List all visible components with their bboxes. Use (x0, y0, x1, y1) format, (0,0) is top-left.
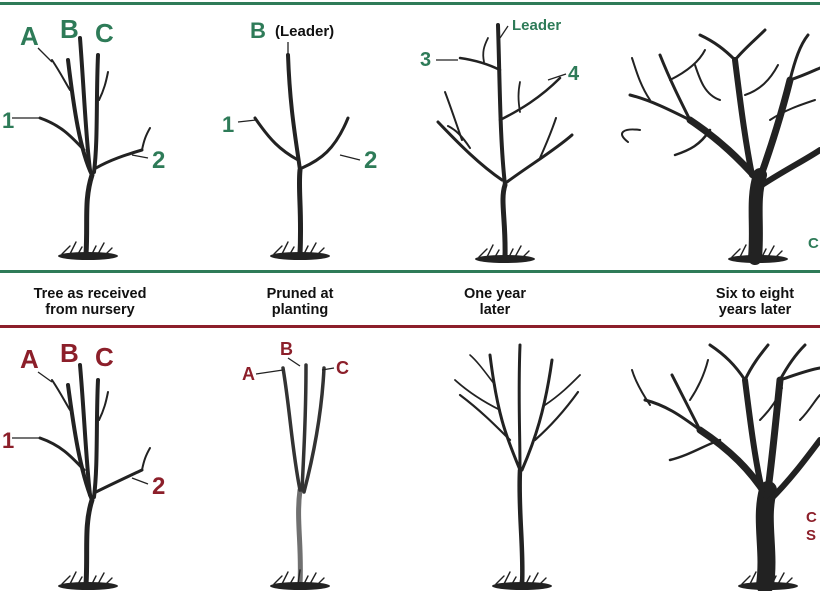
label-c-bottom: C (95, 342, 114, 372)
label-b-bottom-panel-2: B (280, 339, 293, 359)
label-edge-bottom-1: C (806, 509, 817, 526)
label-edge-bottom-2: S (806, 527, 816, 544)
tree-top-2 (253, 53, 350, 261)
tree-bottom-2 (269, 363, 331, 591)
caption-4: Six to eight years later (715, 286, 795, 318)
label-3: 3 (420, 49, 431, 71)
label-b-leader: B (250, 18, 266, 43)
label-2-bottom-panel-1: 2 (152, 473, 165, 500)
caption-1: Tree as received from nursery (33, 286, 147, 318)
label-1-top-panel-1: 1 (2, 108, 14, 133)
label-c-top: C (95, 18, 114, 48)
label-c-bottom-panel-2: C (336, 358, 349, 378)
label-edge-top: C (808, 235, 819, 252)
tree-top-1 (38, 36, 151, 261)
label-a-top: A (20, 21, 39, 51)
label-a-bottom: A (20, 344, 39, 374)
label-b-bottom: B (60, 338, 79, 368)
green-divider (0, 270, 820, 273)
tree-bottom-1 (38, 363, 151, 591)
label-2-top-panel-2: 2 (364, 147, 377, 174)
label-1-bottom-panel-1: 1 (2, 428, 14, 453)
tree-top-4 (621, 28, 820, 265)
top-divider (0, 2, 820, 5)
bottom-leader-lines (12, 357, 335, 485)
label-1-top-panel-2: 1 (222, 112, 234, 137)
label-a-bottom-panel-2: A (242, 364, 255, 384)
label-4: 4 (568, 63, 580, 85)
tree-top-3 (436, 23, 574, 264)
tree-bottom-3 (454, 343, 581, 591)
caption-2: Pruned at planting (266, 286, 334, 318)
label-2-top-panel-1: 2 (152, 147, 165, 174)
red-divider (0, 325, 820, 328)
label-leader: Leader (512, 17, 561, 34)
tree-bottom-4 (631, 343, 820, 591)
caption-3: One year later (463, 286, 527, 318)
top-leader-lines (12, 25, 567, 161)
label-leader-paren: (Leader) (275, 23, 334, 40)
label-b-top: B (60, 14, 79, 44)
